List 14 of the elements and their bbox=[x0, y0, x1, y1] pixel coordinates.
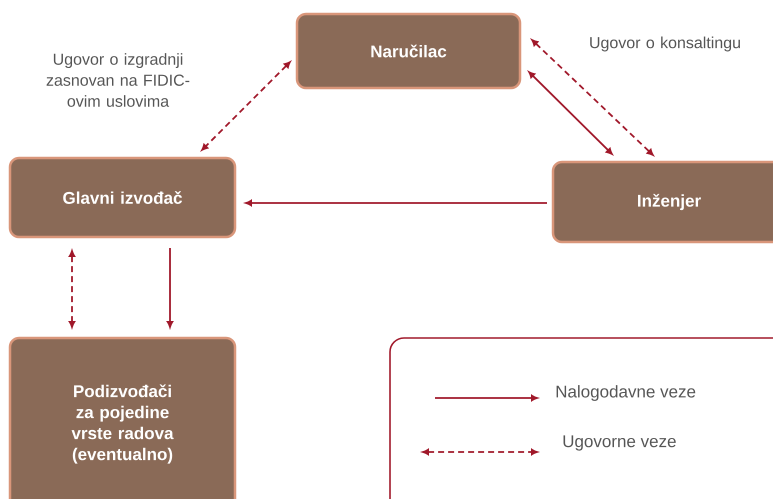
arrow bbox=[245, 200, 547, 206]
legend-text: Nalogodavne veze bbox=[556, 385, 696, 401]
process-box: Glavni izvođač bbox=[8, 156, 236, 238]
process-box: Inženjer bbox=[552, 160, 773, 244]
arrow bbox=[166, 248, 174, 328]
arrow bbox=[68, 250, 76, 328]
legend-text: Ugovorne veze bbox=[564, 435, 676, 451]
arrow bbox=[201, 61, 291, 151]
arrow bbox=[531, 39, 654, 156]
edge-label: Ugovor o konsaltingu bbox=[590, 36, 740, 52]
arrow bbox=[528, 71, 613, 155]
process-box: Naručilac bbox=[296, 12, 522, 90]
edge-label: Ugovor o izgradnji zasnovan na FIDIC-ovim uslovima bbox=[46, 53, 190, 107]
process-box: Podizvođači za pojedine vrste radova (eventualno) bbox=[8, 336, 236, 499]
